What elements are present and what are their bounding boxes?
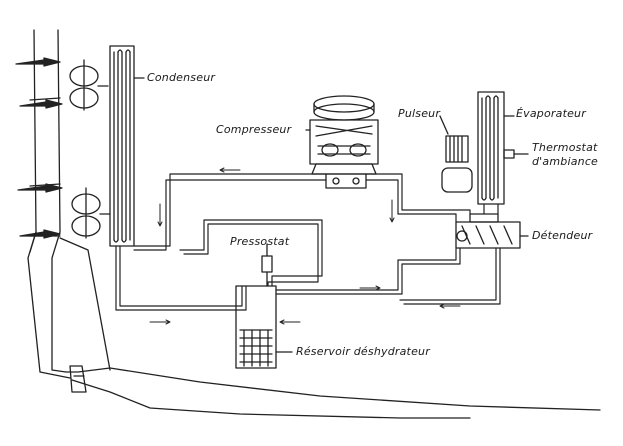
compresseur — [305, 95, 379, 189]
label-reservoir: Réservoir déshydrateur — [296, 345, 430, 358]
flow-arrows — [149, 167, 461, 325]
condenser-fan-bottom-icon — [71, 187, 111, 239]
label-pressostat: Pressostat — [230, 235, 290, 248]
label-thermostat-line1: Thermostat — [532, 141, 598, 154]
thermostat-ambiance — [503, 149, 529, 159]
detendeur — [455, 213, 529, 249]
label-pulseur: Pulseur — [398, 107, 441, 120]
label-thermostat-line2: d'ambiance — [532, 155, 599, 168]
label-condenseur: Condenseur — [147, 71, 216, 84]
label-detendeur: Détendeur — [532, 229, 593, 242]
label-evaporateur: Évaporateur — [516, 107, 586, 120]
evaporateur — [477, 91, 515, 205]
grille-arrows — [15, 57, 63, 239]
pulseur — [439, 115, 473, 193]
refrigerant-piping — [115, 173, 501, 311]
label-compresseur: Compresseur — [216, 123, 292, 136]
pressostat — [261, 243, 273, 287]
reservoir-deshydrateur — [235, 285, 293, 369]
condenser-fan-top-icon — [69, 59, 109, 111]
condenser — [109, 45, 145, 247]
